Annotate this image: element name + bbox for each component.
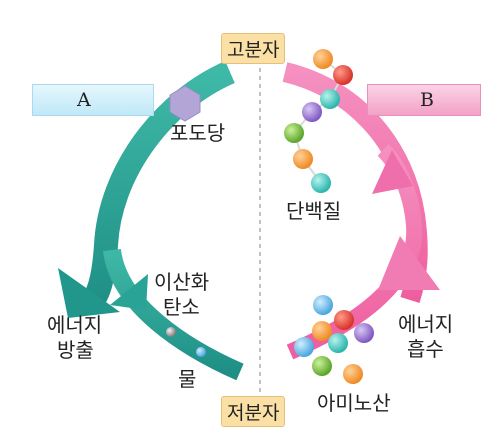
hexagon-icon (169, 85, 201, 122)
process-a-label: A (77, 89, 91, 111)
process-b-box: B (367, 84, 481, 116)
energy-absorb-label-1: 에너지 (398, 312, 454, 336)
low-molecule-label: 저분자 (221, 396, 286, 427)
water-label: 물 (178, 367, 197, 391)
protein-chain (284, 49, 353, 193)
process-b-label: B (420, 89, 434, 111)
high-molecule-label: 고분자 (221, 33, 286, 64)
process-a-box: A (32, 84, 154, 116)
amino-acid-label: 아미노산 (317, 391, 391, 415)
energy-absorb-label-2: 흡수 (407, 337, 444, 361)
glucose-label: 포도당 (170, 121, 226, 145)
molecule-blue (196, 347, 206, 357)
carbon-dioxide-label-2: 탄소 (163, 295, 200, 319)
amino-acid-cluster (294, 295, 374, 384)
energy-release-label-2: 방출 (57, 338, 94, 362)
energy-release-label-1: 에너지 (47, 313, 103, 337)
protein-label: 단백질 (286, 199, 342, 223)
carbon-dioxide-label-1: 이산화 (154, 270, 210, 294)
molecule-grey (166, 327, 176, 337)
